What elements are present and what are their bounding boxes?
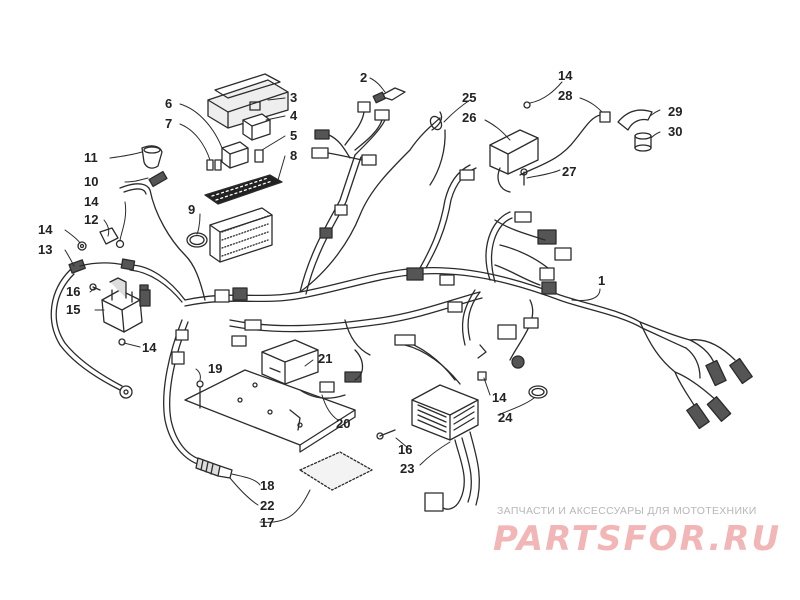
callout-20: 20 — [336, 416, 350, 431]
callout-21: 21 — [318, 351, 332, 366]
mounting-plate-18 — [184, 369, 356, 453]
callout-30: 30 — [668, 124, 682, 139]
fuse-7 — [206, 159, 222, 171]
fuse-box-cover — [207, 73, 289, 129]
callout-4: 4 — [290, 108, 298, 123]
callout-14-cable: 14 — [84, 194, 99, 209]
callout-9: 9 — [188, 202, 195, 217]
ground-cable-13 — [50, 259, 133, 399]
pad-17 — [299, 451, 373, 491]
connector-28 — [599, 111, 611, 123]
relay-4 — [242, 113, 271, 141]
callout-11: 11 — [84, 150, 98, 165]
callout-1: 1 — [598, 273, 605, 288]
fuse-5 — [254, 149, 264, 163]
connector-2 — [372, 87, 406, 104]
fuse-box-base — [209, 207, 273, 263]
harness-right-branches — [639, 321, 753, 430]
callout-16-regulator: 16 — [398, 442, 412, 457]
callout-5: 5 — [290, 128, 297, 143]
callout-29: 29 — [668, 104, 682, 119]
callout-8: 8 — [290, 148, 297, 163]
leader-lines — [64, 77, 661, 523]
screw-19 — [196, 380, 204, 409]
harness-top-connectors — [311, 101, 390, 166]
screw-16-regulator — [376, 429, 396, 440]
callout-labels: 1 2 3 4 5 6 7 8 9 10 11 12 13 14 14 14 1… — [38, 68, 682, 530]
ring-terminal-25 — [429, 111, 446, 186]
callout-27: 27 — [562, 164, 576, 179]
module-26 — [489, 129, 539, 193]
battery-cable-10 — [119, 170, 206, 301]
callout-14-solenoid: 14 — [142, 340, 157, 355]
callout-10: 10 — [84, 174, 98, 189]
callout-15: 15 — [66, 302, 80, 317]
sensor-22 — [195, 457, 233, 479]
callout-12: 12 — [84, 212, 98, 227]
callout-16-solenoid: 16 — [66, 284, 80, 299]
callout-13: 13 — [38, 242, 52, 257]
cap-30 — [634, 132, 652, 152]
fuse-panel-8 — [204, 174, 283, 205]
callout-3: 3 — [290, 90, 297, 105]
relay-6 — [221, 141, 249, 169]
boot-12 — [99, 227, 119, 245]
nut-14-regulator — [477, 371, 487, 381]
callout-14-regulator: 14 — [492, 390, 507, 405]
callout-6: 6 — [165, 96, 172, 111]
callout-28: 28 — [558, 88, 572, 103]
callout-17: 17 — [260, 515, 274, 530]
elbow-29 — [617, 109, 653, 131]
cable-26-to-28 — [519, 114, 601, 176]
callout-2: 2 — [360, 70, 367, 85]
clamp-24 — [528, 385, 548, 399]
main-wiring-harness — [184, 117, 691, 361]
voltage-regulator-23 — [411, 384, 479, 441]
harness-left-drop — [163, 319, 203, 466]
callout-26: 26 — [462, 110, 476, 125]
callout-25: 25 — [462, 90, 476, 105]
callout-18: 18 — [260, 478, 274, 493]
callout-14-module: 14 — [558, 68, 573, 83]
cables-to-solenoid — [79, 258, 186, 303]
screw-16 — [89, 283, 101, 291]
callout-23: 23 — [400, 461, 414, 476]
watermark-logo: PARTSFOR.RU — [493, 519, 782, 559]
clamp-9 — [186, 232, 208, 248]
regulator-wires — [394, 334, 480, 512]
callout-7: 7 — [165, 116, 172, 131]
callout-14-left: 14 — [38, 222, 53, 237]
module-21 — [261, 339, 319, 385]
watermark-tagline: ЗАПЧАСТИ И АКСЕССУАРЫ ДЛЯ МОТОТЕХНИКИ — [497, 505, 757, 517]
callout-19: 19 — [208, 361, 222, 376]
harness-connectors — [139, 169, 572, 369]
callout-22: 22 — [260, 498, 274, 513]
boot-11 — [141, 145, 163, 169]
callout-24: 24 — [498, 410, 513, 425]
